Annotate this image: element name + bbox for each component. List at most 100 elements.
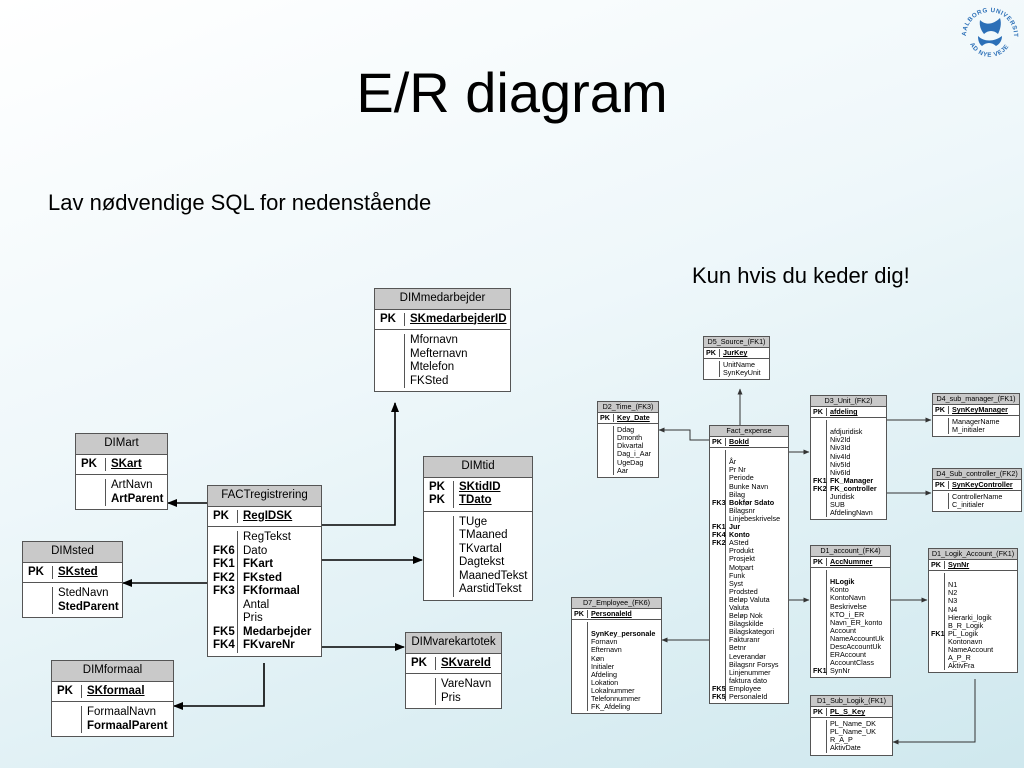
foreign-key-label [813, 594, 826, 602]
attribute-name: Bunke Navn [729, 481, 769, 491]
entity-name: D1_account_(FK4) [811, 546, 890, 558]
attribute-name: Account [830, 625, 856, 635]
attribute-name: Juridisk [830, 492, 855, 502]
attribute-name: Initialer [591, 661, 615, 671]
attribute-name: Bilagsnr [729, 505, 755, 515]
entity-name: DIMvarekartotek [406, 633, 501, 654]
attribute-name: UgeDag [617, 457, 644, 467]
attribute-name: Valuta [729, 602, 749, 612]
attribute-name: RegTekst [243, 531, 291, 543]
attribute-name: Employee [729, 683, 761, 693]
attribute-name: Leverandør [729, 651, 766, 661]
foreign-key-label [57, 720, 81, 734]
key-column [23, 587, 53, 614]
foreign-key-label [935, 501, 948, 509]
attribute-name: KTO_i_ER [830, 609, 865, 619]
foreign-key-label [813, 635, 826, 643]
key-label: PK [811, 407, 827, 417]
foreign-key-label [813, 509, 826, 517]
foreign-key-label [574, 679, 587, 687]
foreign-key-label [813, 501, 826, 509]
attribute-name: Fakturanr [729, 635, 760, 645]
foreign-key-label: FK1 [931, 628, 945, 638]
foreign-key-label [712, 458, 725, 466]
foreign-key-label [931, 662, 944, 670]
foreign-key-label [600, 450, 613, 458]
primary-key-name: SynNr [948, 560, 970, 570]
foreign-key-label [813, 461, 826, 469]
primary-key-name: SynKeyController [952, 480, 1013, 490]
primary-key-field: SynKeyController [949, 480, 1013, 490]
attribute-name: Fornavn [591, 637, 618, 647]
foreign-key-label [380, 361, 404, 375]
attribute-name: Mfornavn [410, 334, 458, 346]
attribute-name: ManagerName [952, 417, 1000, 427]
key-label: PK [375, 312, 405, 326]
foreign-key-label [706, 369, 719, 377]
attribute-name: AfdelingNavn [830, 508, 873, 518]
foreign-key-label [213, 612, 237, 626]
foreign-key-label [813, 603, 826, 611]
attribute-name: Bilagsnr Forsys [729, 659, 779, 669]
attribute-name: KontoNavn [830, 593, 866, 603]
attribute-name: FKsted [243, 571, 282, 584]
attribute-name: Ddag [617, 425, 635, 435]
attribute-name: Jur [729, 522, 741, 532]
foreign-key-label [712, 644, 725, 652]
attribute-name: StedParent [58, 600, 119, 613]
key-type: PK [57, 684, 73, 697]
key-column: FK1 [929, 573, 945, 671]
foreign-key-label: FK5 [712, 692, 726, 701]
foreign-key-label [712, 669, 725, 677]
attribute-name: Medarbejder [243, 625, 312, 638]
foreign-key-label: FK3 [213, 585, 235, 597]
foreign-key-label [712, 596, 725, 604]
foreign-key-label [931, 646, 944, 654]
key-type: PK [935, 405, 945, 415]
rel-logik-sub [892, 679, 976, 745]
primary-key-name: BokId [729, 437, 749, 447]
attribute-name: afdjuridisk [830, 427, 863, 437]
attribute-name: ArtNavn [111, 479, 153, 491]
foreign-key-label [712, 612, 725, 620]
primary-key-name: SKtidID [459, 480, 501, 493]
foreign-key-label [935, 493, 948, 501]
attribute-name: Beskrivelse [830, 601, 867, 611]
foreign-key-label [935, 418, 948, 426]
attribute-name: Prosjekt [729, 554, 755, 564]
foreign-key-label [813, 493, 826, 501]
key-column [406, 678, 436, 705]
attribute-name: Beløp Valuta [729, 594, 770, 604]
attribute-name: Dmonth [617, 433, 643, 443]
attribute-name: StedNavn [58, 587, 109, 599]
